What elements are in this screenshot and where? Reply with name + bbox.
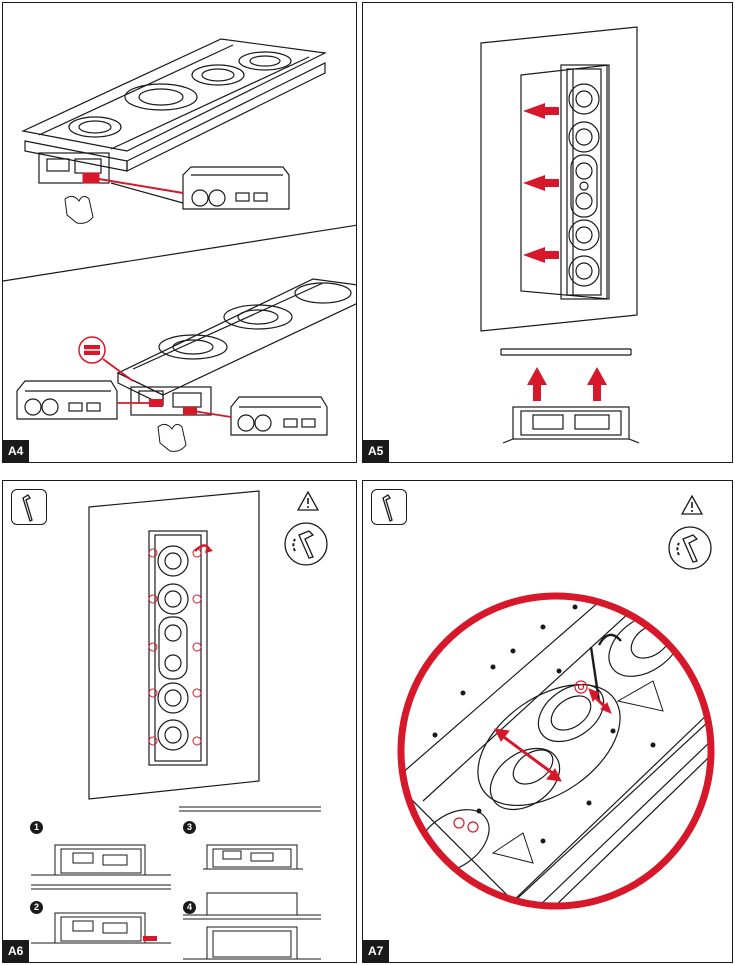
a5-illustration <box>480 26 640 444</box>
panel-a5: A5 <box>362 2 733 463</box>
a5-wall-panel <box>480 26 638 332</box>
step-label: A5 <box>363 440 390 462</box>
a6-illustration <box>31 490 321 960</box>
a4-speaker-top <box>21 38 328 184</box>
a6-section-1 <box>31 844 171 890</box>
a6-section-2 <box>31 912 171 944</box>
hex-key-icon <box>11 489 47 525</box>
arrow-up-icon <box>527 367 547 401</box>
a4-speaker-bottom <box>116 278 356 416</box>
a4-highlight-terminal-top <box>82 172 100 184</box>
panel-a7: A7 <box>362 480 733 963</box>
arrow-left-icon <box>523 175 559 191</box>
a6-section-3 <box>179 806 321 870</box>
hex-key-torque-icon <box>668 526 712 570</box>
a7-zoom-ring <box>397 592 715 910</box>
substep-3-badge: 3 <box>183 821 196 834</box>
substep-1-badge: 1 <box>30 821 43 834</box>
hex-key-icon <box>371 489 407 525</box>
substep-4-badge: 4 <box>183 901 196 914</box>
hex-key-torque-icon <box>284 522 328 566</box>
step-label: A4 <box>3 440 30 462</box>
a5-wall-cutout <box>520 64 610 300</box>
warning-triangle-icon <box>681 495 703 515</box>
a4-divider-line <box>3 224 356 282</box>
a6-wall-panel <box>88 490 260 800</box>
a5-speaker-front <box>560 64 608 300</box>
a4-connector-callout-top <box>110 166 290 210</box>
a7-zoom-detail <box>401 596 711 906</box>
warning-triangle-icon <box>297 491 319 511</box>
a4-connector-callout-right <box>230 396 328 436</box>
a6-speaker-front <box>148 530 208 766</box>
a4-terminal-zoom-icon <box>78 336 106 364</box>
panel-a6: 1 2 3 4 A6 <box>2 480 357 963</box>
a5-speaker-side <box>502 406 640 444</box>
panel-a4: A4 <box>2 2 357 463</box>
a6-section-4 <box>183 892 321 960</box>
a4-connector-callout-left <box>16 380 118 420</box>
a5-arrows <box>523 103 607 401</box>
arrow-left-icon <box>523 247 559 263</box>
a4-hand-top <box>64 195 94 224</box>
arrow-left-icon <box>523 103 559 119</box>
step-label: A6 <box>3 940 30 962</box>
a4-hand-bottom <box>157 423 187 452</box>
a6-screw-markers <box>148 548 202 746</box>
step-label: A7 <box>363 940 390 962</box>
a4-illustration <box>3 38 356 452</box>
a7-illustration <box>397 592 715 910</box>
a7-adjust-arrow-icon <box>494 688 612 782</box>
arrow-up-icon <box>587 367 607 401</box>
substep-2-badge: 2 <box>30 901 43 914</box>
a7-screw-markers <box>453 680 588 833</box>
